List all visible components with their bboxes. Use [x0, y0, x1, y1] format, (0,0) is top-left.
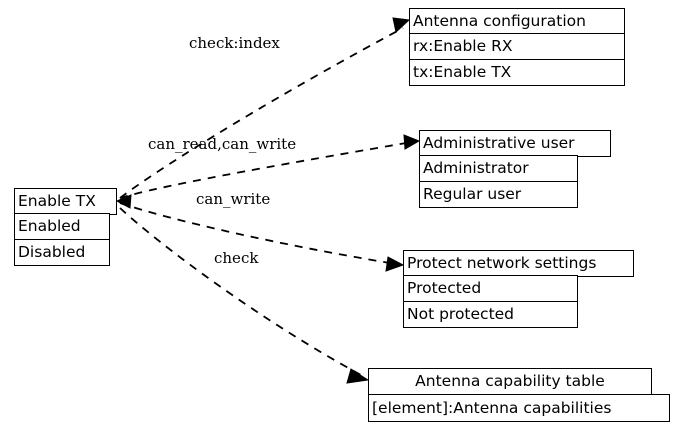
node-administrative-user-row-label: Regular user: [423, 184, 522, 203]
node-antenna-capability-table-header-label: Antenna capability table: [415, 372, 605, 391]
edge-can-read-can-write-arrowhead: [403, 134, 421, 150]
edge-check-line: [119, 207, 362, 376]
node-antenna-configuration-header-label: Antenna configuration: [413, 11, 586, 30]
edge-incoming-arrowhead-arrowhead: [115, 194, 132, 209]
node-antenna-capability-table-row-label: [element]:Antenna capabilities: [372, 398, 612, 417]
node-protect-network-settings-header-label: Protect network settings: [407, 253, 597, 272]
node-administrative-user-row[interactable]: Administrator: [419, 155, 578, 183]
node-enable-tx-row-label: Disabled: [18, 242, 86, 261]
node-protect-network-settings-header[interactable]: Protect network settings: [403, 250, 634, 277]
node-antenna-configuration[interactable]: Antenna configuration rx:Enable RX tx:Enab…: [409, 8, 625, 86]
node-administrative-user-row[interactable]: Regular user: [419, 180, 578, 208]
edge-check-index-arrowhead: [392, 17, 411, 33]
edge-can-write-arrowhead: [385, 256, 405, 272]
node-administrative-user-header-label: Administrative user: [423, 133, 575, 152]
node-antenna-configuration-row-label: tx:Enable TX: [413, 62, 512, 81]
edge-check-index-line: [119, 27, 404, 199]
node-antenna-capability-table-row[interactable]: [element]:Antenna capabilities: [368, 394, 670, 423]
node-protect-network-settings-row-label: Not protected: [407, 304, 515, 323]
edge-check-arrowhead: [346, 368, 370, 384]
node-antenna-capability-table-header[interactable]: Antenna capability table: [368, 368, 652, 396]
node-protect-network-settings-row-label: Protected: [407, 279, 482, 298]
node-enable-tx-row-label: Enabled: [18, 217, 81, 236]
node-protect-network-settings-row[interactable]: Protected: [403, 275, 578, 303]
node-antenna-configuration-header[interactable]: Antenna configuration: [409, 8, 625, 35]
node-protect-network-settings-row[interactable]: Not protected: [403, 300, 578, 328]
edge-can-read-can-write-label: can_read,can_write: [148, 135, 297, 153]
edge-can-write-label: can_write: [196, 190, 271, 208]
node-administrative-user-row-label: Administrator: [423, 159, 529, 178]
node-enable-tx-row[interactable]: Disabled: [14, 238, 110, 266]
node-antenna-capability-table[interactable]: Antenna capability table [element]:Antenn…: [368, 368, 670, 423]
node-antenna-configuration-row[interactable]: rx:Enable RX: [409, 33, 625, 61]
node-antenna-configuration-row-label: rx:Enable RX: [413, 37, 513, 56]
node-enable-tx-header-label: Enable TX: [18, 191, 96, 210]
node-administrative-user-header[interactable]: Administrative user: [419, 130, 611, 157]
edge-check-label: check: [214, 249, 259, 267]
node-antenna-configuration-row[interactable]: tx:Enable TX: [409, 58, 625, 86]
node-enable-tx-row[interactable]: Enabled: [14, 213, 110, 241]
edge-check-index-label: check:index: [189, 34, 280, 52]
node-enable-tx-header[interactable]: Enable TX: [14, 188, 117, 215]
